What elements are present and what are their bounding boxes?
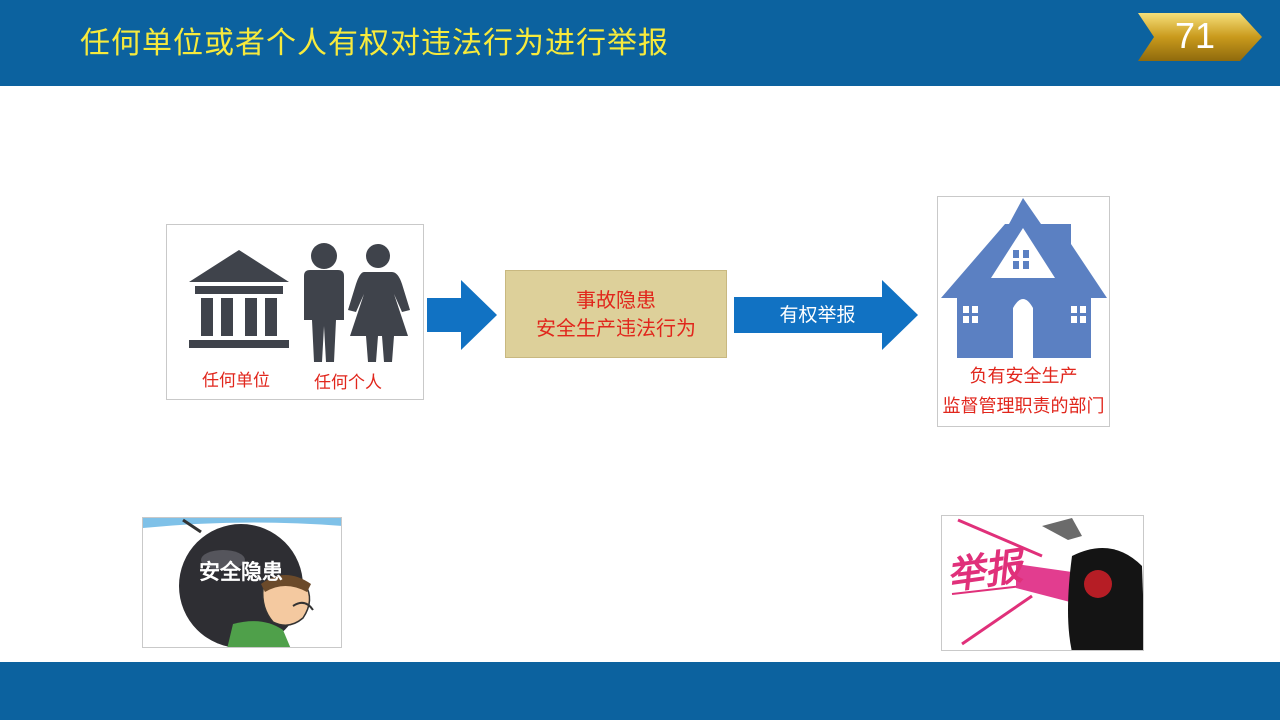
people-icon bbox=[304, 243, 410, 362]
page-number: 71 bbox=[1174, 15, 1216, 56]
megaphone-illustration-icon bbox=[951, 518, 1143, 650]
arrow-right-icon bbox=[427, 280, 497, 350]
page-badge-icon bbox=[1138, 13, 1262, 61]
department-line-2: 监督管理职责的部门 bbox=[942, 396, 1105, 417]
report-arrow-icon bbox=[734, 280, 918, 350]
unit-label: 任何单位 bbox=[202, 371, 270, 391]
house-icon bbox=[941, 198, 1107, 358]
bomb-illustration-icon bbox=[143, 518, 341, 647]
slide-title: 任何单位或者个人有权对违法行为进行举报 bbox=[80, 26, 669, 61]
hazard-bomb-text: 安全隐患 bbox=[199, 560, 283, 584]
violation-box: 事故隐患 安全生产违法行为 bbox=[505, 270, 727, 358]
header-bar bbox=[0, 0, 1280, 86]
report-arrow-label: 有权举报 bbox=[779, 304, 856, 326]
hazard-bomb-image bbox=[142, 517, 342, 648]
report-image-text: 举报 bbox=[943, 543, 1026, 599]
department-line-1: 负有安全生产 bbox=[969, 366, 1078, 387]
violation-line-2: 安全生产违法行为 bbox=[536, 316, 696, 340]
violation-line-1: 事故隐患 bbox=[576, 288, 656, 312]
building-icon bbox=[189, 250, 289, 348]
footer-bar bbox=[0, 662, 1280, 720]
report-megaphone-image bbox=[941, 515, 1144, 651]
person-label: 任何个人 bbox=[314, 373, 382, 393]
